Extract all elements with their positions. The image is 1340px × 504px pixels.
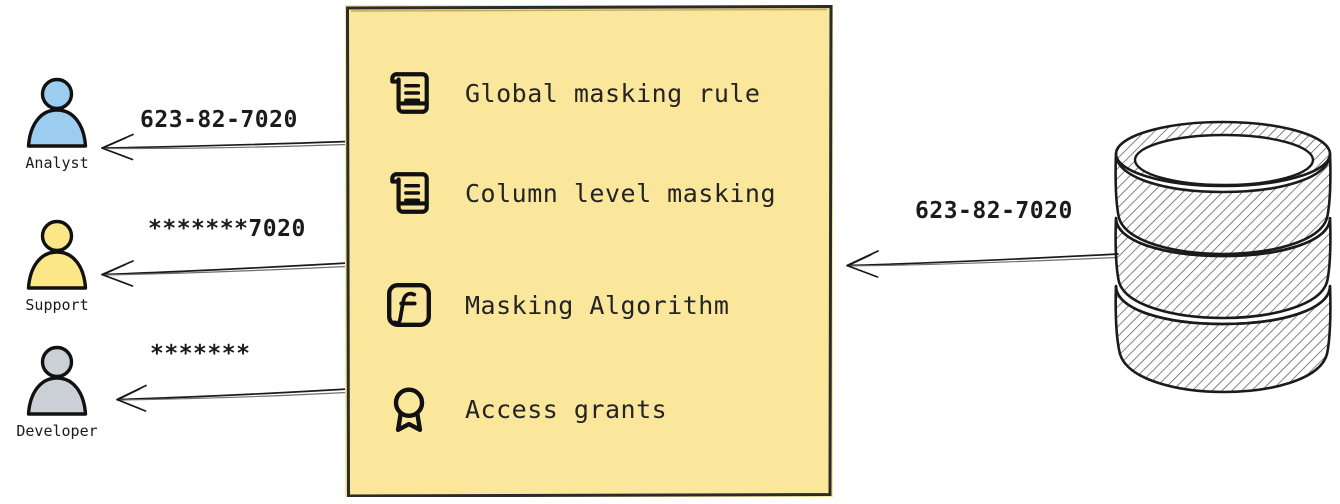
actor-developer[interactable]: Developer	[2, 344, 112, 440]
masking-policy-list: Global masking rule Column level masking	[345, 5, 833, 497]
panel-item-label: Access grants	[465, 394, 668, 424]
panel-item-label: Global masking rule	[465, 78, 761, 108]
arrow-panel-to-developer	[110, 374, 350, 414]
arrow-panel-to-support	[95, 250, 350, 290]
database-icon[interactable]	[1108, 118, 1338, 408]
panel-item-label: Masking Algorithm	[465, 290, 730, 320]
panel-item-label: Column level masking	[465, 178, 777, 208]
arrow-label-database: 623-82-7020	[915, 198, 1073, 224]
actor-label: Support	[25, 296, 89, 314]
panel-item-global-masking-rule[interactable]: Global masking rule	[383, 67, 760, 119]
person-icon	[26, 77, 88, 148]
arrow-label-support: *******7020	[148, 216, 306, 242]
actor-support[interactable]: Support	[2, 218, 112, 314]
panel-item-access-grants[interactable]: Access grants	[383, 383, 667, 435]
panel-item-column-level-masking[interactable]: Column level masking	[383, 167, 776, 219]
person-icon	[26, 219, 88, 290]
scroll-icon	[383, 167, 435, 219]
actor-label: Analyst	[25, 154, 89, 172]
actor-label: Developer	[16, 422, 98, 440]
award-icon	[383, 383, 435, 435]
actor-analyst[interactable]: Analyst	[2, 76, 112, 172]
person-icon	[26, 345, 88, 416]
arrow-label-analyst: 623-82-7020	[140, 107, 298, 133]
arrow-database-to-panel	[840, 240, 1120, 280]
arrow-label-developer: *******	[150, 341, 251, 367]
scroll-icon	[383, 67, 435, 119]
function-icon	[383, 279, 435, 331]
panel-item-masking-algorithm[interactable]: Masking Algorithm	[383, 279, 729, 331]
arrow-panel-to-analyst	[95, 122, 350, 162]
